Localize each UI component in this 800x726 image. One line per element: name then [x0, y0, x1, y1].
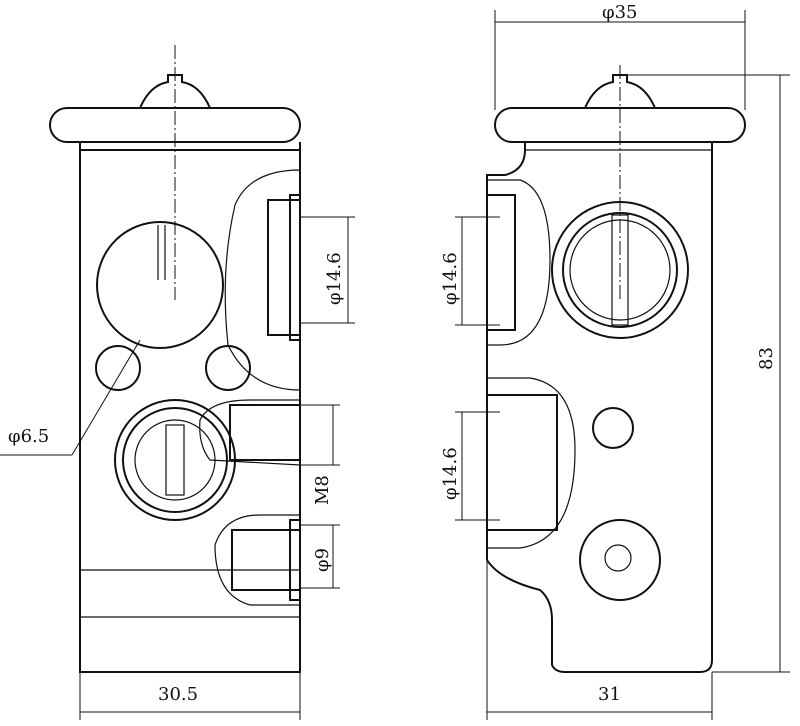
- right-width-dim: 31: [598, 684, 621, 705]
- left-width-dim: 30.5: [158, 684, 198, 705]
- right-port-bottom-dim: φ14.6: [440, 447, 461, 500]
- left-port-top-dim: φ14.6: [324, 252, 345, 305]
- left-thread-dim: M8: [312, 475, 333, 505]
- cap-diameter-dim: φ35: [602, 2, 638, 23]
- height-dim: 83: [756, 347, 777, 370]
- left-port-bottom-dim: φ9: [312, 548, 333, 572]
- left-hole-dim: φ6.5: [8, 426, 49, 447]
- left-view: φ14.6 M8 φ9 φ6.5 30.5: [0, 45, 355, 720]
- right-port-top-dim: φ14.6: [440, 252, 461, 305]
- right-view: φ35 83 φ14.6 φ14.6 31: [440, 2, 790, 720]
- bulb-circle: [96, 221, 224, 349]
